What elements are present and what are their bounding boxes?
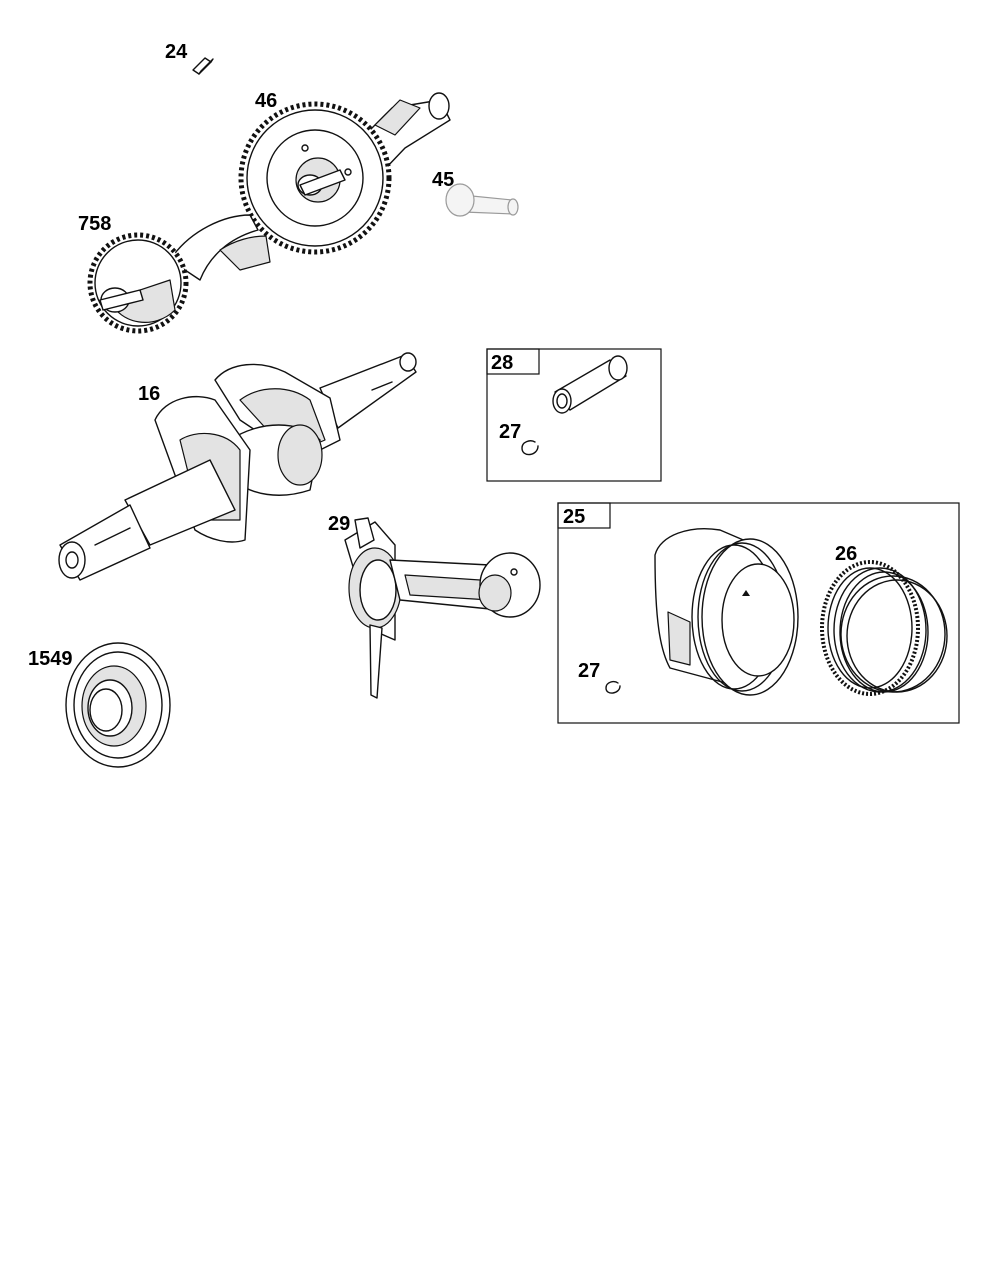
label-ring-set: 26 [835, 543, 857, 565]
cam-gear-part[interactable] [238, 92, 451, 255]
label-cam-pin: 45 [432, 169, 454, 191]
label-connecting-rod: 29 [328, 513, 350, 535]
label-bearing: 1549 [28, 648, 73, 670]
balancer-part[interactable] [87, 214, 271, 334]
retainer-clip-part[interactable] [521, 440, 539, 456]
piston-assembly-box [557, 502, 960, 724]
label-piston-assembly: 25 [563, 506, 585, 528]
piston-pin-part[interactable] [552, 355, 628, 414]
cam-pin-part[interactable] [445, 183, 519, 217]
crankshaft-part[interactable] [58, 352, 417, 581]
ring-set-part[interactable] [820, 560, 948, 696]
label-retainer-pin-kit: 27 [499, 421, 521, 443]
label-key: 24 [165, 41, 188, 63]
retainer-piston-clip-part[interactable] [605, 680, 621, 694]
label-cam-gear: 46 [255, 90, 277, 112]
connecting-rod-part[interactable] [344, 517, 541, 699]
label-pin-kit: 28 [491, 352, 513, 374]
key-part[interactable] [192, 57, 214, 75]
label-crankshaft: 16 [138, 383, 160, 405]
pin-kit-box [486, 348, 662, 482]
bearing-part[interactable] [65, 642, 171, 768]
piston-part[interactable] [654, 528, 799, 696]
label-balancer: 758 [78, 213, 111, 235]
label-retainer-piston: 27 [578, 660, 600, 682]
